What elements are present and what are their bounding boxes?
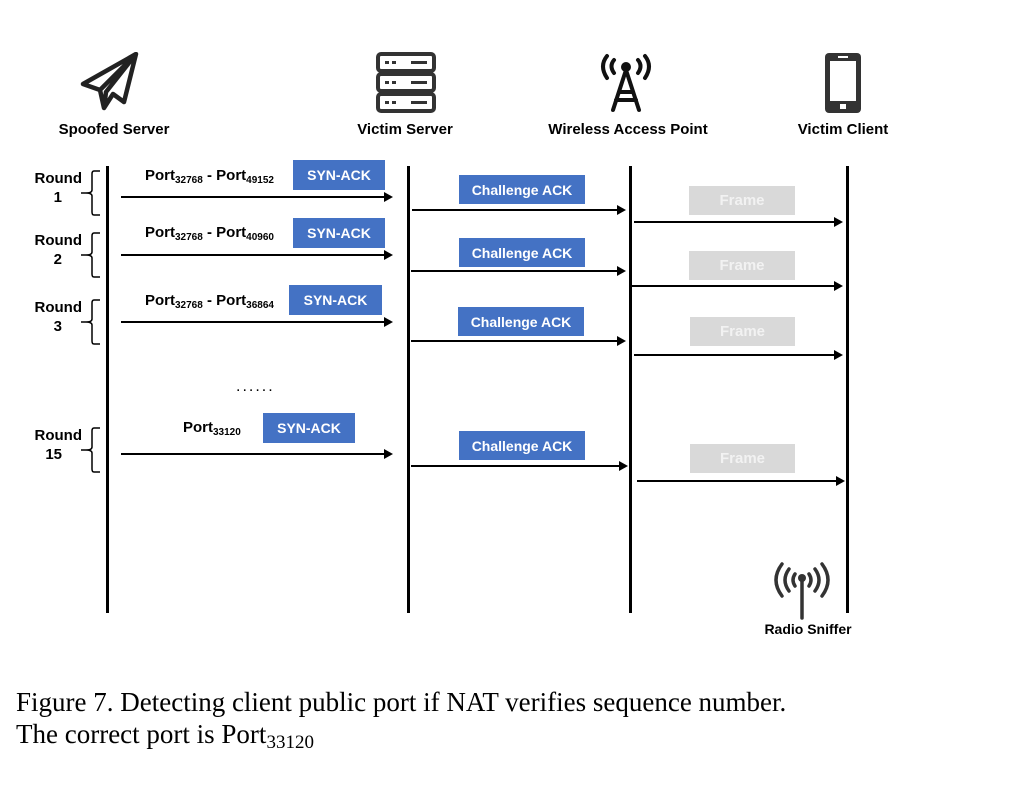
challenge-ack-arrow — [411, 266, 626, 276]
round-brace — [81, 299, 100, 345]
challenge-ack-box: Challenge ACK — [458, 307, 584, 336]
syn-ack-box: SYN-ACK — [293, 218, 385, 248]
syn-ack-arrow — [121, 192, 393, 202]
frame-arrow — [634, 217, 843, 227]
round-brace — [81, 427, 100, 473]
challenge-ack-box: Challenge ACK — [459, 431, 585, 460]
challenge-ack-arrow — [411, 336, 626, 346]
challenge-ack-arrow — [411, 461, 628, 471]
round-brace — [81, 232, 100, 278]
round-number: 15 — [45, 446, 62, 463]
round-number: 2 — [53, 251, 62, 268]
syn-ack-box: SYN-ACK — [263, 413, 355, 443]
frame-arrow — [637, 476, 845, 486]
round-word: Round — [34, 299, 82, 316]
challenge-ack-box: Challenge ACK — [459, 238, 585, 267]
round-word: Round — [34, 232, 82, 249]
figure-caption-line2: The correct port is Port33120 — [16, 719, 314, 753]
port-label: Port33120 — [183, 419, 241, 438]
round-word: Round — [34, 427, 82, 444]
round-brace — [81, 170, 100, 216]
port-range-label: Port32768 - Port40960 — [145, 224, 274, 243]
round-label: Round 2 — [20, 231, 82, 269]
round-label: Round 15 — [20, 426, 82, 464]
server-rack-icon — [376, 52, 436, 113]
challenge-ack-arrow — [412, 205, 626, 215]
round-word: Round — [34, 170, 82, 187]
round-number: 1 — [53, 189, 62, 206]
port-range-label: Port32768 - Port36864 — [145, 292, 274, 311]
smartphone-icon — [825, 53, 861, 113]
radio-broadcast-icon — [774, 562, 830, 620]
frame-box: Frame — [689, 186, 795, 215]
round-number: 3 — [53, 318, 62, 335]
syn-ack-arrow — [121, 250, 393, 260]
lifeline-spoofed-server — [106, 166, 109, 613]
frame-box: Frame — [689, 251, 795, 280]
frame-arrow — [634, 350, 843, 360]
syn-ack-arrow — [121, 449, 393, 459]
syn-ack-box: SYN-ACK — [289, 285, 382, 315]
actor-label-victim-server: Victim Server — [357, 121, 453, 138]
frame-arrow — [632, 281, 843, 291]
actor-label-wireless-ap: Wireless Access Point — [548, 121, 708, 138]
port-range-label: Port32768 - Port49152 — [145, 167, 274, 186]
frame-box: Frame — [690, 317, 795, 346]
syn-ack-arrow — [121, 317, 393, 327]
round-label: Round 3 — [20, 298, 82, 336]
syn-ack-box: SYN-ACK — [293, 160, 385, 190]
radio-sniffer-label: Radio Sniffer — [764, 621, 852, 637]
lifeline-wireless-ap — [629, 166, 632, 613]
antenna-tower-icon — [601, 54, 651, 112]
ellipsis: ...... — [236, 378, 275, 395]
actor-label-spoofed-server: Spoofed Server — [58, 121, 170, 138]
paper-plane-icon — [80, 52, 139, 111]
round-label: Round 1 — [20, 169, 82, 207]
lifeline-victim-client — [846, 166, 849, 613]
challenge-ack-box: Challenge ACK — [459, 175, 585, 204]
figure-caption-line1: Figure 7. Detecting client public port i… — [16, 687, 787, 717]
frame-box: Frame — [690, 444, 795, 473]
lifeline-victim-server — [407, 166, 410, 613]
actor-label-victim-client: Victim Client — [797, 121, 889, 138]
